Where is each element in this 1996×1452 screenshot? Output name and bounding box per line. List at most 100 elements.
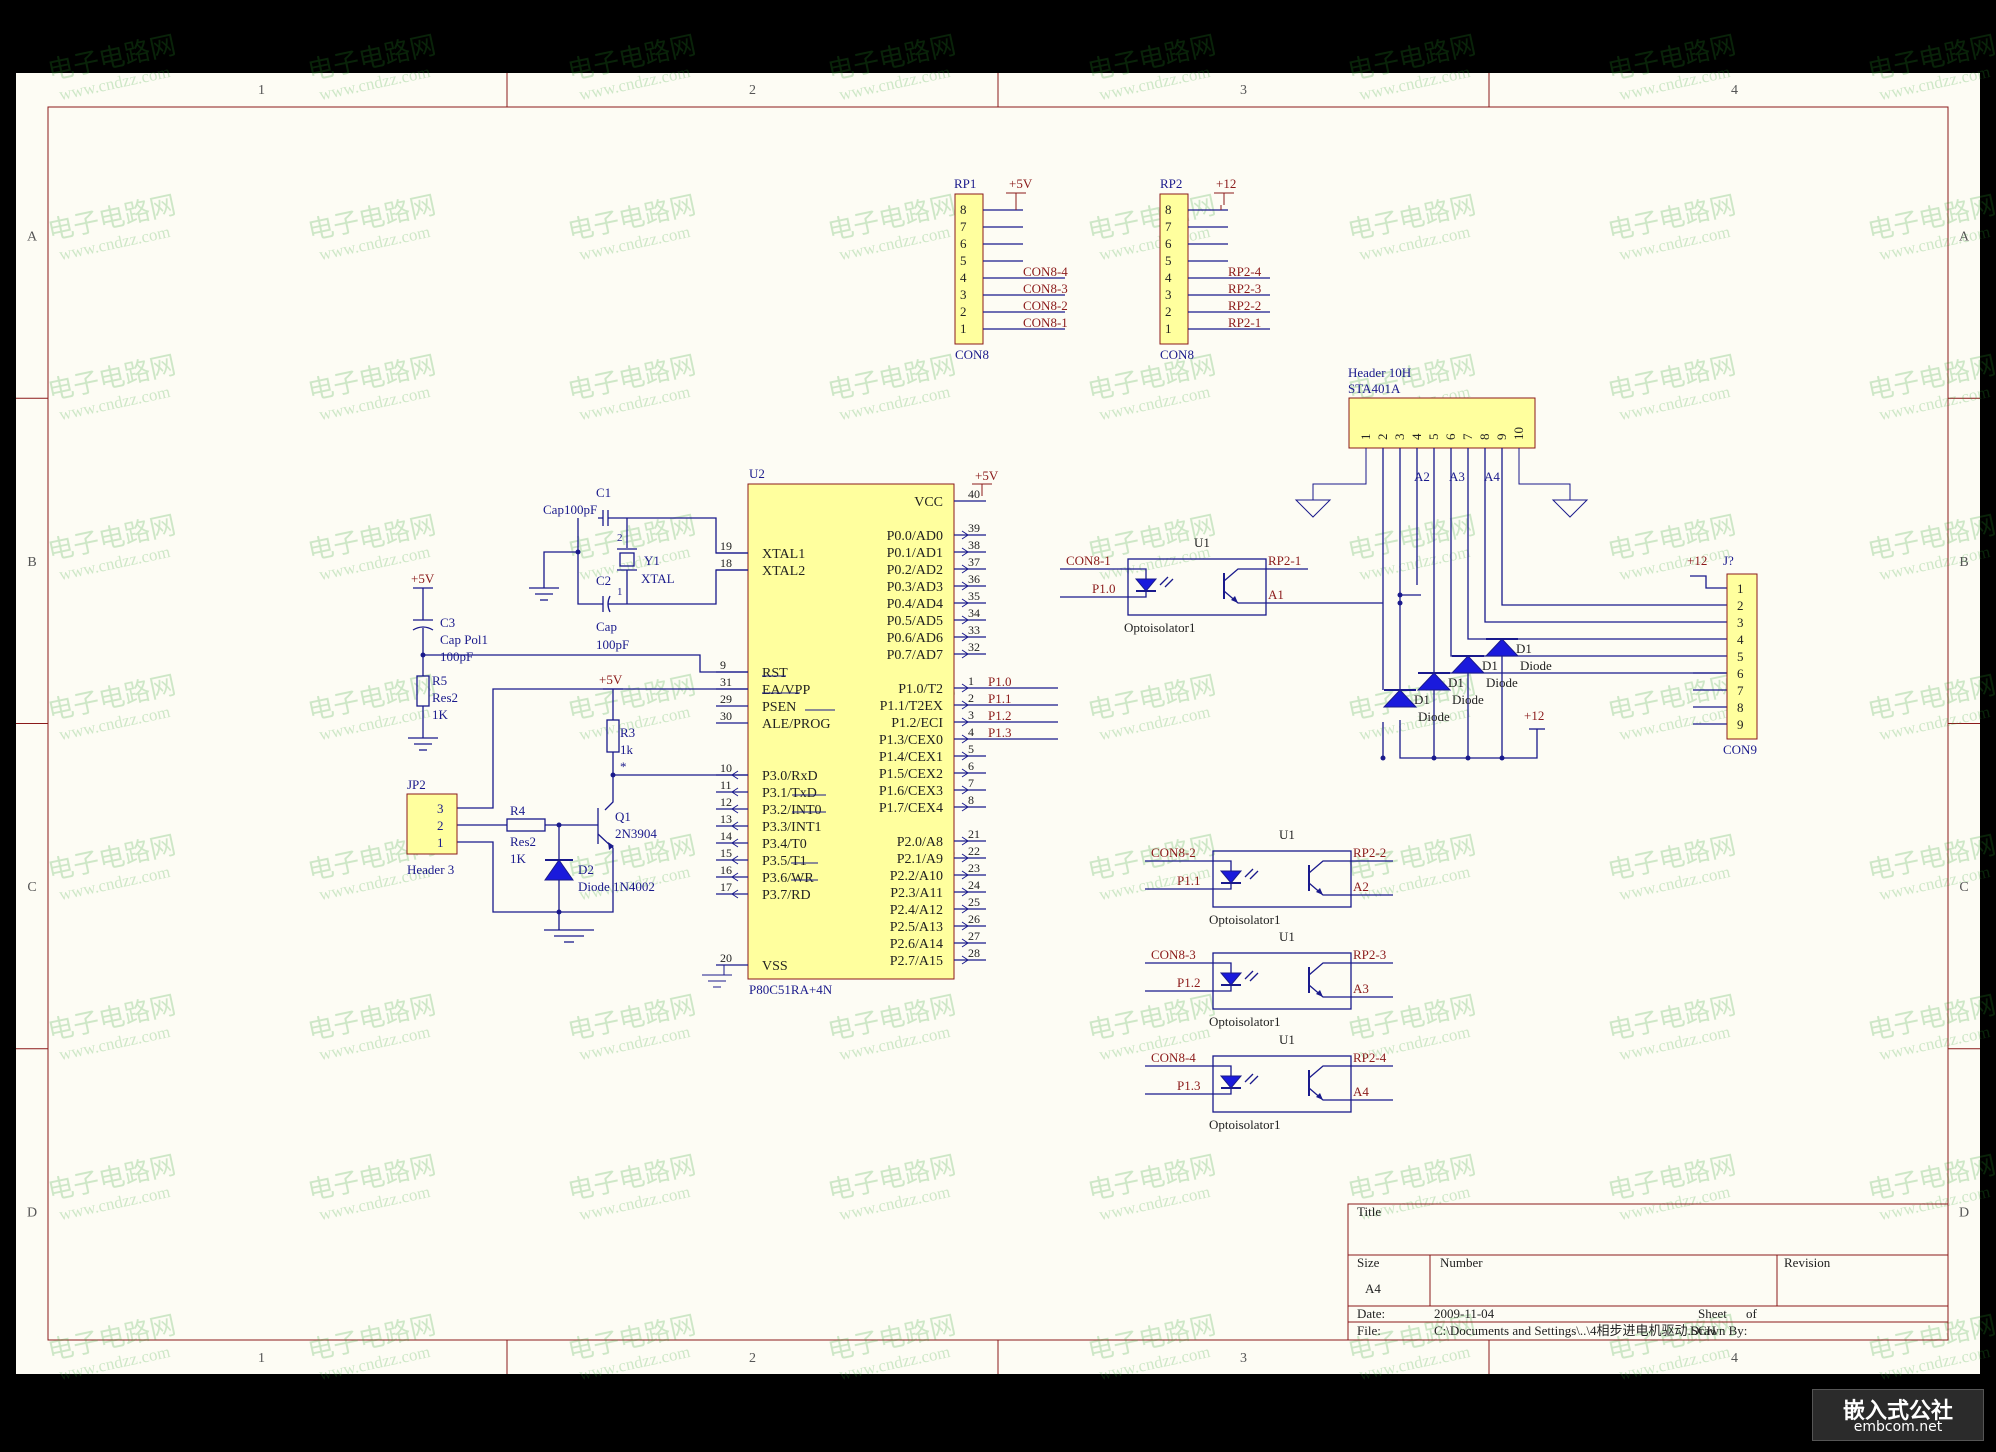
reset-power: +5V (411, 571, 435, 586)
header10-net-a3: A3 (1449, 469, 1465, 484)
zone-col-label: 1 (258, 1351, 265, 1366)
u2-left-pin-number: 29 (720, 692, 732, 706)
drawn-by-label: Drawn By: (1690, 1323, 1747, 1338)
u2-pin-io-mark (731, 787, 739, 797)
date-value: 2009-11-04 (1434, 1306, 1495, 1321)
zone-col-label: 1 (258, 83, 265, 98)
u2-right-pin-number: 21 (968, 827, 980, 841)
reset-circuit[interactable]: +5V C3 Cap Pol1 100pF R5 Res2 1K (408, 571, 748, 751)
y1-designator: Y1 (644, 553, 660, 568)
u2-pin-io-mark (961, 581, 969, 591)
diode-type: Diode (1486, 675, 1518, 690)
date-label: Date: (1357, 1306, 1385, 1321)
opto-out-top: RP2-2 (1353, 845, 1386, 860)
junction-dot (1499, 755, 1505, 761)
light-arrows-icon (1244, 868, 1259, 880)
c1-label: Cap100pF (543, 502, 597, 517)
header10-pin-number: 3 (1392, 434, 1407, 441)
opto-in-bottom: P1.2 (1177, 975, 1200, 990)
p1-net-label: P1.1 (988, 691, 1011, 706)
junction-dot (1397, 592, 1403, 598)
u2-right-pin-number: 27 (968, 929, 980, 943)
u2-left-pin-name: XTAL1 (762, 547, 805, 562)
header10-pin-number: 5 (1426, 434, 1441, 441)
u2-left-pins: 19XTAL118XTAL29RST31EA/VPP29PSEN30ALE/PR… (716, 539, 830, 974)
u2-right-pin-name: P0.5/AD5 (887, 614, 943, 629)
opto-out-top: RP2-3 (1353, 947, 1386, 962)
u2-pin-io-mark (961, 768, 969, 778)
r4-designator: R4 (510, 803, 526, 818)
u2-left-pin-name: XTAL2 (762, 564, 805, 579)
diode-designator: D1 (1414, 692, 1430, 707)
emitter-arrow-icon (1316, 990, 1323, 997)
zone-col-label: 3 (1240, 1351, 1247, 1366)
opto-out-top: RP2-1 (1268, 553, 1301, 568)
u2-right-pin-number: 2 (968, 691, 974, 705)
u2-right-pin-number: 22 (968, 844, 980, 858)
light-arrows-icon (1244, 1073, 1259, 1085)
u2-right-pin-name: P0.4/AD4 (887, 597, 943, 612)
transistor-circuit[interactable]: +5V R3 1k * Q1 2N3904 R4 Res2 1K D2 Diod… (457, 672, 748, 943)
u2-pin-io-mark (731, 855, 739, 865)
u2-left-pin-name: VSS (762, 959, 788, 974)
rp1-pin-number: 6 (960, 236, 967, 251)
number-label: Number (1440, 1255, 1483, 1270)
header10-type: Header 10H (1348, 365, 1411, 380)
rp2-pin-number: 5 (1165, 253, 1172, 268)
u2-left-pin-name: P3.4/T0 (762, 837, 807, 852)
u2-right-pin-number: 37 (968, 555, 980, 569)
con9-pin-number: 3 (1737, 615, 1744, 630)
rp1-pin-number: 7 (960, 219, 967, 234)
u2-microcontroller[interactable]: U2 P80C51RA+4N +5V 19XTAL118XTAL29RST31E… (702, 466, 1058, 997)
size-label: Size (1357, 1255, 1380, 1270)
u2-left-pin-number: 13 (720, 812, 732, 826)
u2-pin-io-mark (961, 615, 969, 625)
ground-icon (702, 974, 732, 988)
rp2-designator: RP2 (1160, 176, 1182, 191)
jp2-pin3: 3 (437, 801, 444, 816)
u2-left-pin-number: 18 (720, 556, 732, 570)
u2-pin-io-mark (961, 887, 969, 897)
optoisolator-group[interactable]: U1Optoisolator1CON8-2P1.1RP2-2A2U1Optois… (1145, 827, 1393, 1132)
crystal-circuit[interactable]: C1 Cap100pF C2 Cap 100pF Y1 XTAL 2 1 (529, 485, 748, 652)
rp2-pin-number: 8 (1165, 202, 1172, 217)
u2-right-pin-number: 33 (968, 623, 980, 637)
diode-type: Diode (1520, 658, 1552, 673)
u2-right-pin-name: P2.1/A9 (897, 852, 943, 867)
opto-out-top: RP2-4 (1353, 1050, 1387, 1065)
c3-designator: C3 (440, 615, 455, 630)
u2-vcc-net: +5V (975, 468, 999, 483)
r5-type: Res2 (432, 690, 458, 705)
file-value: C:\Documents and Settings\..\4相步进电机驱动.SC… (1434, 1323, 1716, 1338)
rp2-pin-number: 7 (1165, 219, 1172, 234)
zone-row-label: C (1959, 880, 1968, 895)
of-label: of (1746, 1306, 1758, 1321)
opto-output-wire-top (1223, 568, 1308, 582)
rp1-net-label: CON8-3 (1023, 281, 1068, 296)
u2-left-pin-name: P3.2/INT0 (762, 803, 822, 818)
u2-right-pin-number: 26 (968, 912, 980, 926)
u2-left-pin-number: 16 (720, 863, 732, 877)
header10-part: STA401A (1348, 381, 1401, 396)
u2-right-pin-number: 34 (968, 606, 980, 620)
u2-left-pin-name: P3.3/INT1 (762, 820, 822, 835)
u2-right-pin-name: P0.7/AD7 (887, 648, 943, 663)
u2-right-pin-name: P1.5/CEX2 (879, 767, 943, 782)
u2-right-pin-name: P2.3/A11 (890, 886, 943, 901)
u2-left-pin-name: PSEN (762, 700, 796, 715)
junction-dot (1465, 755, 1471, 761)
u2-pin-io-mark (961, 751, 969, 761)
header10-pin-number: 8 (1477, 434, 1492, 441)
opto-type: Optoisolator1 (1209, 1117, 1281, 1132)
opto-designator: U1 (1279, 1032, 1295, 1047)
u2-pin-io-mark (731, 872, 739, 882)
jp2-connector[interactable]: JP2 3 2 1 Header 3 (406, 777, 458, 877)
